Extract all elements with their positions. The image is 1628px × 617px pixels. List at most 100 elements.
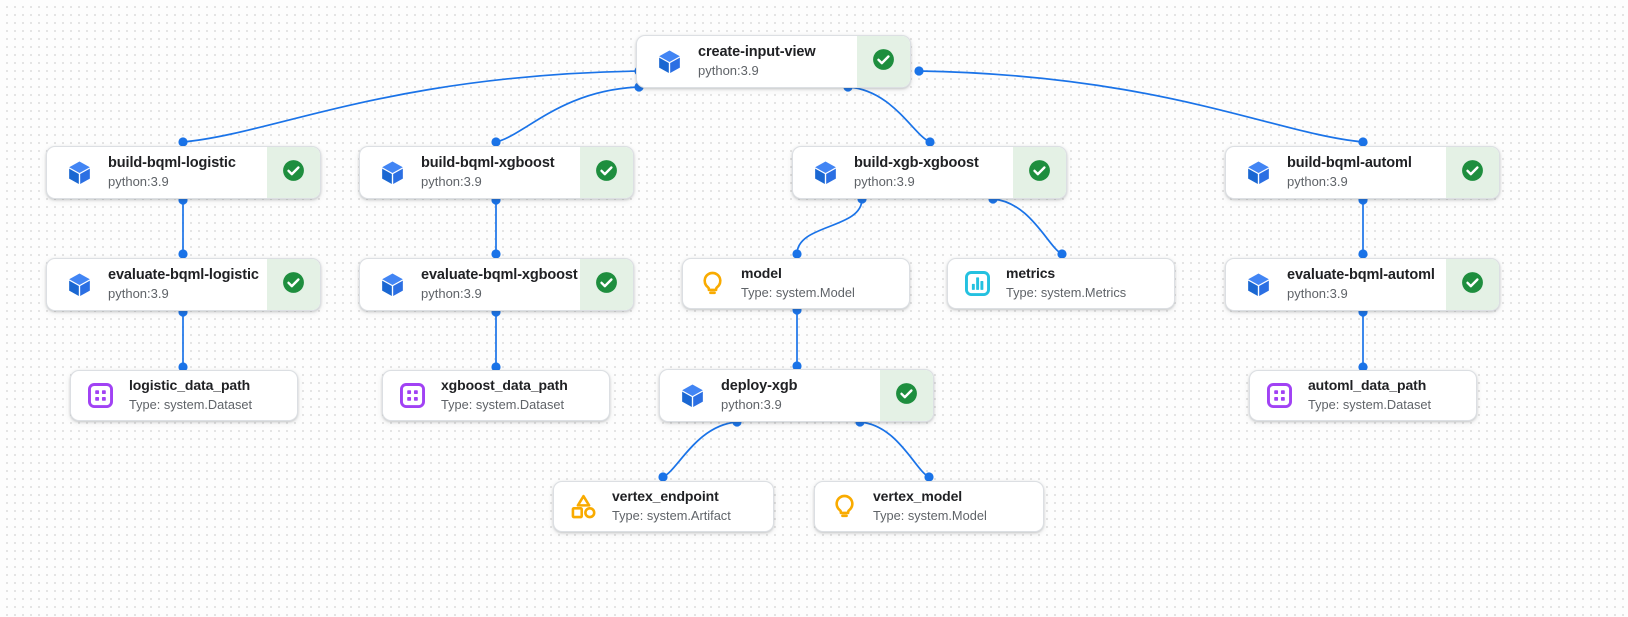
- node-title: build-bqml-logistic: [108, 154, 236, 171]
- node-title: build-bqml-automl: [1287, 154, 1412, 171]
- node-subtitle: python:3.9: [1287, 286, 1348, 302]
- node-title: build-xgb-xgboost: [854, 154, 979, 171]
- lightbulb-icon: [697, 269, 727, 299]
- node-subtitle: Type: system.Dataset: [129, 396, 253, 412]
- check-circle-icon: [594, 158, 619, 188]
- node-title: create-input-view: [698, 43, 816, 60]
- cube-icon: [377, 158, 407, 188]
- node-title: vertex_model: [873, 488, 963, 505]
- node-title: xgboost_data_path: [441, 377, 568, 394]
- dag-node-create-input-view[interactable]: create-input-view python:3.9: [636, 35, 911, 88]
- node-subtitle: python:3.9: [421, 174, 482, 190]
- dag-node-evaluate-bqml-logistic[interactable]: evaluate-bqml-logistic python:3.9: [46, 258, 321, 311]
- status-badge-succeeded: [580, 147, 633, 198]
- artifact-shapes-icon: [568, 492, 598, 522]
- node-title: automl_data_path: [1308, 377, 1427, 394]
- node-subtitle: Type: system.Model: [873, 507, 987, 523]
- node-title: build-bqml-xgboost: [421, 154, 555, 171]
- edge-source-port: [914, 66, 924, 76]
- node-body: build-xgb-xgboost python:3.9: [793, 147, 1013, 198]
- check-circle-icon: [594, 270, 619, 300]
- check-circle-icon: [871, 47, 896, 77]
- node-text: build-bqml-automl python:3.9: [1287, 154, 1412, 191]
- status-badge-succeeded: [1446, 259, 1499, 310]
- dag-node-build-bqml-logistic[interactable]: build-bqml-logistic python:3.9: [46, 146, 321, 199]
- status-badge-succeeded: [267, 147, 320, 198]
- dag-node-build-xgb-xgboost[interactable]: build-xgb-xgboost python:3.9: [792, 146, 1067, 199]
- check-circle-icon: [281, 270, 306, 300]
- cube-icon: [810, 158, 840, 188]
- node-body: create-input-view python:3.9: [637, 36, 857, 87]
- cube-icon: [64, 270, 94, 300]
- dag-edge-create-input-view-to-build-bqml-automl: [918, 70, 1364, 143]
- node-text: evaluate-bqml-xgboost python:3.9: [421, 266, 578, 303]
- node-text: create-input-view python:3.9: [698, 43, 816, 80]
- node-subtitle: python:3.9: [1287, 174, 1348, 190]
- check-circle-icon: [1460, 158, 1485, 188]
- check-circle-icon: [1460, 270, 1485, 300]
- dag-edge-create-input-view-to-build-xgb-xgboost: [847, 86, 931, 143]
- node-subtitle: python:3.9: [421, 286, 482, 302]
- node-subtitle: python:3.9: [721, 397, 782, 413]
- node-body: evaluate-bqml-logistic python:3.9: [47, 259, 267, 310]
- dag-edge-build-xgb-xgboost-to-model: [796, 198, 863, 255]
- node-body: build-bqml-xgboost python:3.9: [360, 147, 580, 198]
- dag-edge-deploy-xgb-to-vertex_endpoint: [662, 421, 738, 478]
- dag-node-build-bqml-xgboost[interactable]: build-bqml-xgboost python:3.9: [359, 146, 634, 199]
- node-text: build-bqml-xgboost python:3.9: [421, 154, 555, 191]
- cube-icon: [1243, 158, 1273, 188]
- dataset-icon: [1264, 381, 1294, 411]
- dataset-icon: [397, 381, 427, 411]
- status-badge-succeeded: [267, 259, 320, 310]
- cube-icon: [377, 270, 407, 300]
- dag-edge-create-input-view-to-build-bqml-logistic: [182, 70, 640, 143]
- node-subtitle: python:3.9: [108, 286, 169, 302]
- node-title: evaluate-bqml-logistic: [108, 266, 259, 283]
- dag-edge-deploy-xgb-to-vertex_model: [859, 421, 930, 478]
- node-subtitle: python:3.9: [854, 174, 915, 190]
- node-title: vertex_endpoint: [612, 488, 719, 505]
- check-circle-icon: [1027, 158, 1052, 188]
- node-text: evaluate-bqml-logistic python:3.9: [108, 266, 259, 303]
- node-subtitle: python:3.9: [698, 63, 759, 79]
- check-circle-icon: [281, 158, 306, 188]
- node-body: evaluate-bqml-xgboost python:3.9: [360, 259, 580, 310]
- dag-node-build-bqml-automl[interactable]: build-bqml-automl python:3.9: [1225, 146, 1500, 199]
- status-badge-succeeded: [857, 36, 910, 87]
- dag-node-evaluate-bqml-xgboost[interactable]: evaluate-bqml-xgboost python:3.9: [359, 258, 634, 311]
- node-subtitle: Type: system.Artifact: [612, 507, 731, 523]
- status-badge-succeeded: [580, 259, 633, 310]
- lightbulb-icon: [829, 492, 859, 522]
- node-text: build-xgb-xgboost python:3.9: [854, 154, 979, 191]
- dataset-icon: [85, 381, 115, 411]
- node-title: evaluate-bqml-xgboost: [421, 266, 578, 283]
- dag-edge-build-xgb-xgboost-to-metrics: [992, 198, 1063, 255]
- cube-icon: [677, 381, 707, 411]
- status-badge-succeeded: [880, 370, 933, 421]
- node-subtitle: python:3.9: [108, 174, 169, 190]
- cube-icon: [654, 47, 684, 77]
- node-text: build-bqml-logistic python:3.9: [108, 154, 236, 191]
- dag-edge-create-input-view-to-build-bqml-xgboost: [495, 86, 640, 143]
